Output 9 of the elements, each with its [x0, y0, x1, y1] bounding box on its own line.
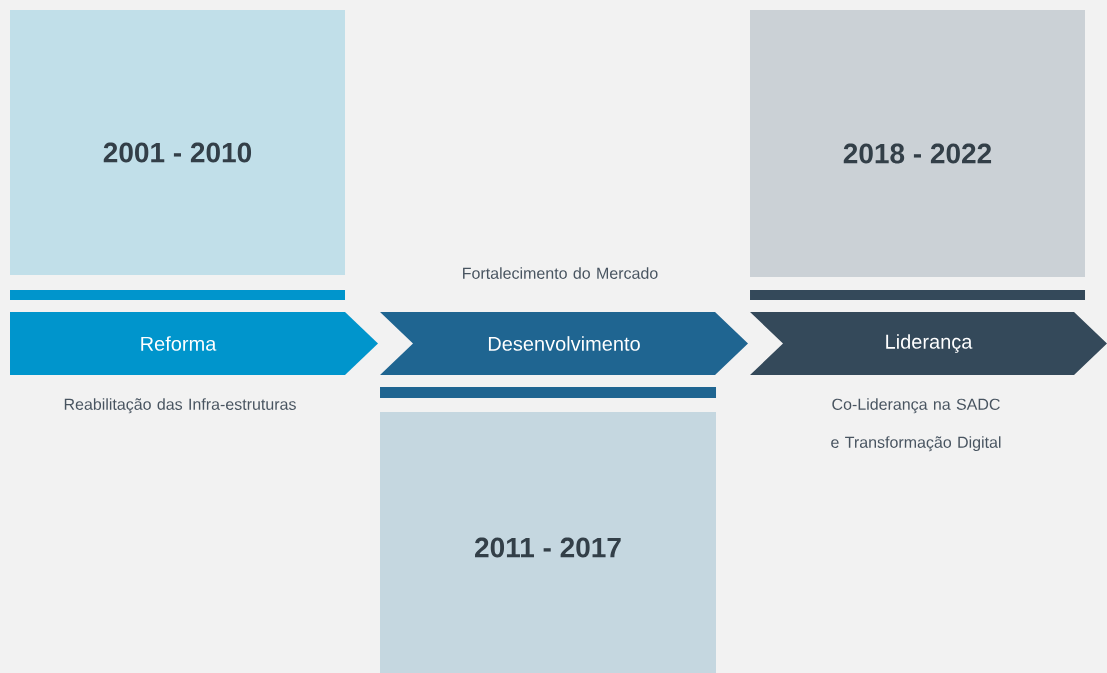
phase-banner: Liderança [750, 312, 1107, 375]
year-box: 2011 - 2017 [380, 412, 716, 673]
year-box: 2018 - 2022 [750, 10, 1085, 277]
phase-banner: Desenvolvimento [380, 312, 748, 375]
phase-banner: Reforma [10, 312, 378, 375]
caption-text: Co-Liderança na SADC e Transformação Digital [831, 398, 1001, 452]
caption-text: Fortalecimento do Mercado [463, 267, 658, 279]
year-box: 2001 - 2010 [10, 10, 345, 275]
caption-text: Reabilitação das Infra-estruturas [64, 398, 296, 414]
